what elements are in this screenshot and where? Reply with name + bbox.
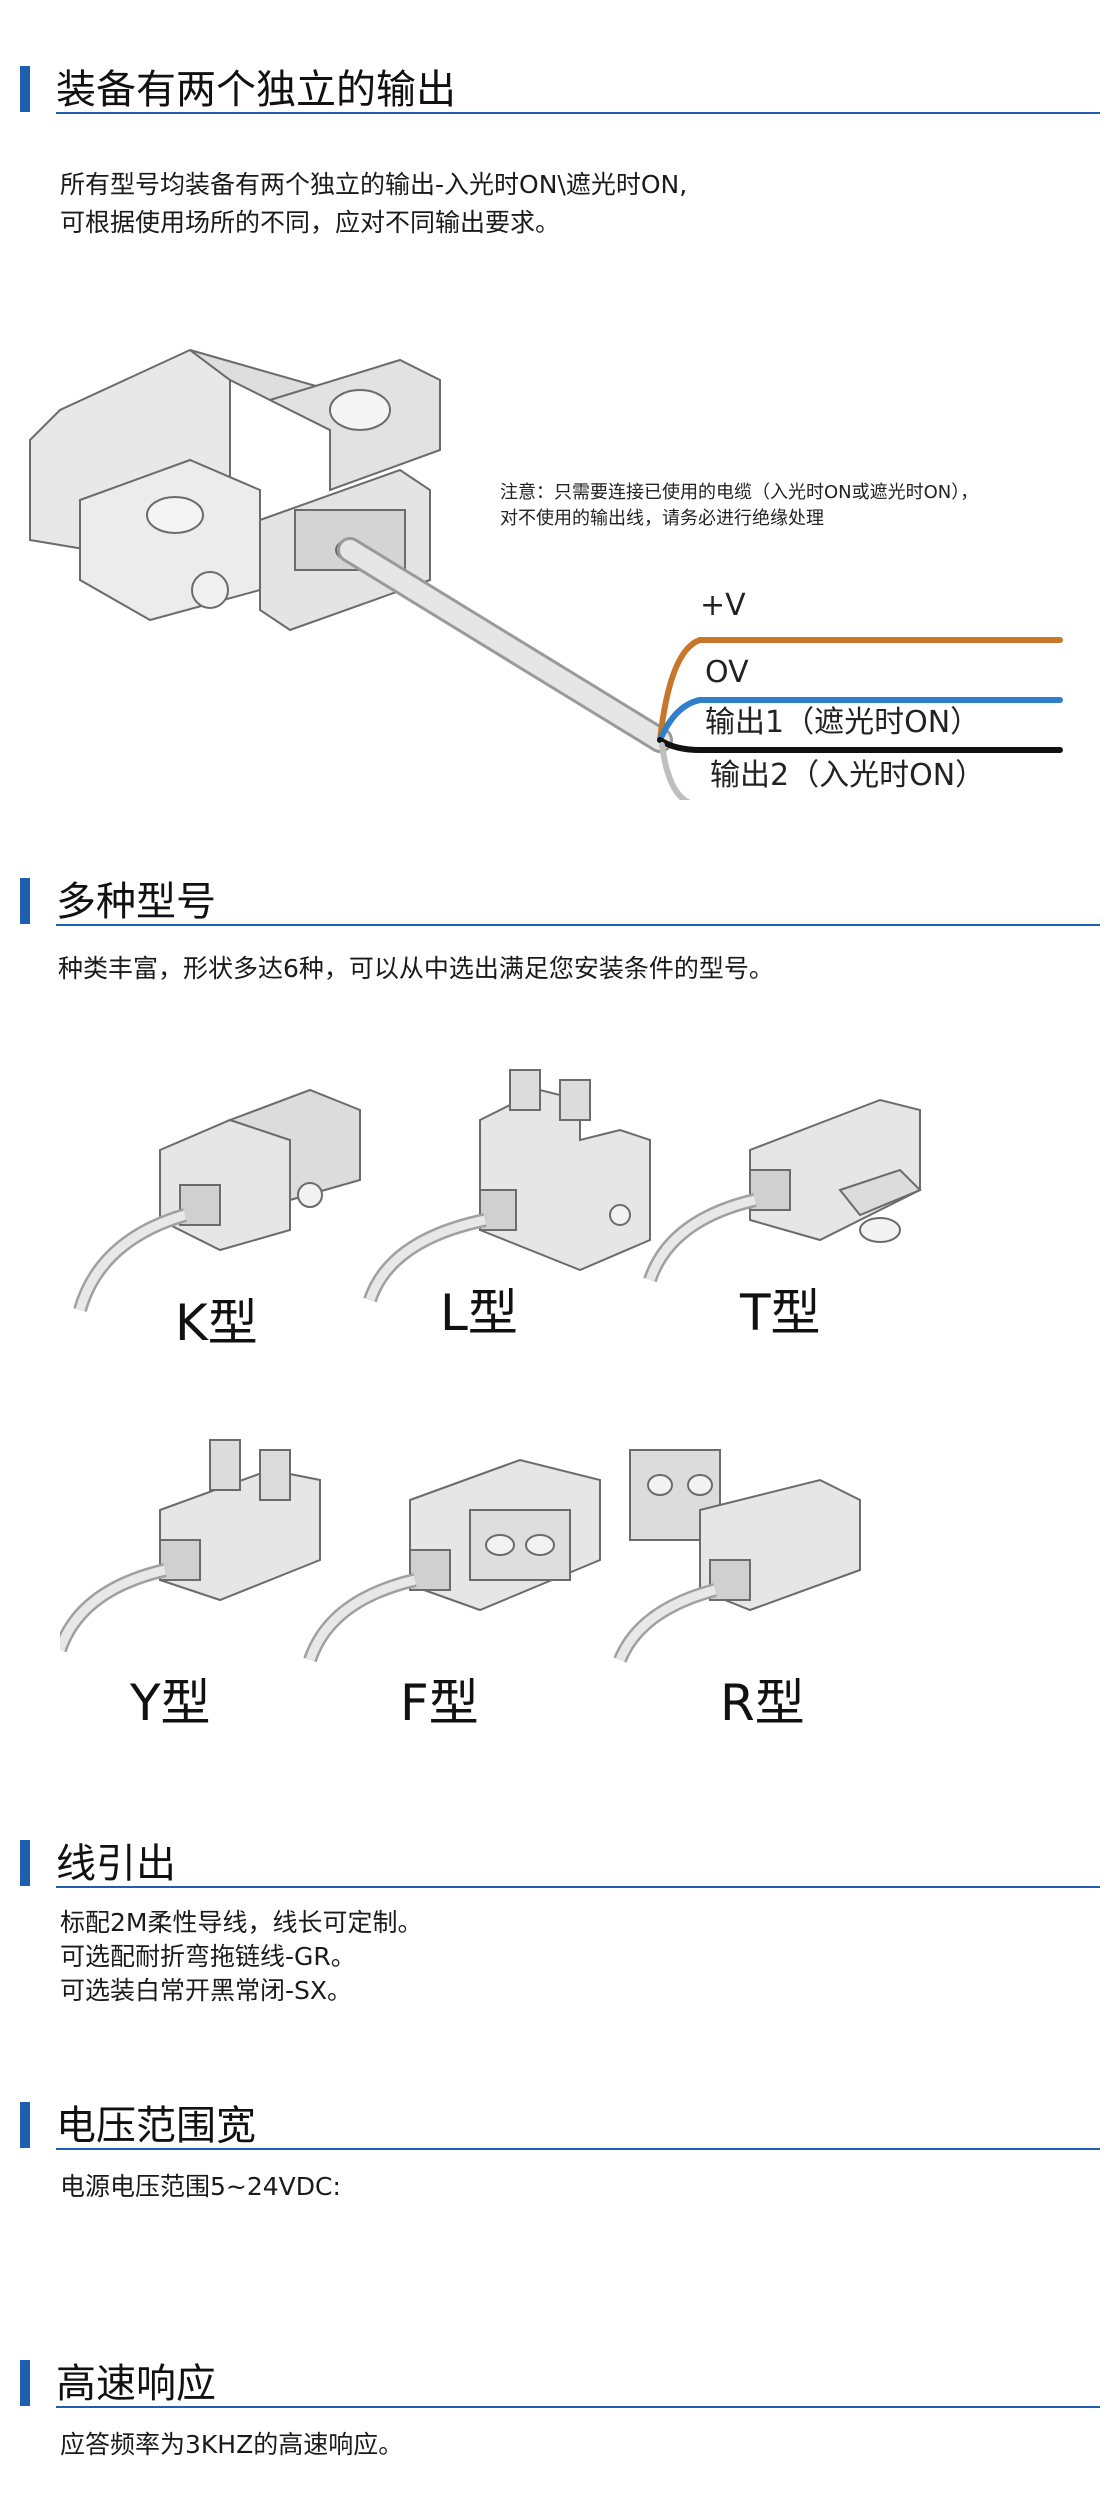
- section-rule: [56, 2406, 1100, 2408]
- voltage-description: 电源电压范围5~24VDC:: [60, 2168, 341, 2206]
- section-title: 高速响应: [56, 2361, 216, 2407]
- paragraph-line: 标配2M柔性导线，线长可定制。: [60, 1908, 423, 1937]
- response-description: 应答频率为3KHZ的高速响应。: [60, 2426, 403, 2464]
- models-grid: K型 L型 T型: [53, 1069, 922, 1732]
- section-accent-bar: [20, 2102, 30, 2148]
- section-rule: [56, 2148, 1100, 2150]
- section-header-voltage: 电压范围宽: [20, 2102, 1100, 2152]
- paragraph-line: 种类丰富，形状多达6种，可以从中选出满足您安装条件的型号。: [58, 954, 774, 983]
- section-title: 多种型号: [56, 879, 216, 925]
- model-l-label: L型: [440, 1284, 518, 1342]
- model-k-illustration: [73, 1088, 361, 1313]
- model-k-label: K型: [175, 1294, 258, 1352]
- wire-label-output1: 输出1（遮光时ON）: [705, 705, 980, 740]
- model-y-label: Y型: [129, 1674, 211, 1732]
- paragraph-line: 可根据使用场所的不同，应对不同输出要求。: [60, 208, 561, 237]
- paragraph-line: 应答频率为3KHZ的高速响应。: [60, 2430, 404, 2459]
- paragraph-line: 所有型号均装备有两个独立的输出-入光时ON\遮光时ON,: [60, 170, 688, 199]
- paragraph-line: 可选装白常开黑常闭-SX。: [60, 1976, 353, 2005]
- section-title: 电压范围宽: [56, 2103, 256, 2149]
- section-header-cable-lead: 线引出: [20, 1840, 1100, 1890]
- section-accent-bar: [20, 1840, 30, 1886]
- model-l-illustration: [363, 1069, 651, 1303]
- paragraph-line: 可选配耐折弯拖链线-GR。: [60, 1942, 356, 1971]
- section-accent-bar: [20, 66, 30, 112]
- model-t-label: T型: [739, 1284, 821, 1342]
- cable-illustration: [337, 537, 673, 753]
- section-header-dual-output: 装备有两个独立的输出: [20, 66, 1100, 116]
- cable-lead-description: 标配2M柔性导线，线长可定制。 可选配耐折弯拖链线-GR。 可选装白常开黑常闭-…: [60, 1906, 422, 2008]
- models-description: 种类丰富，形状多达6种，可以从中选出满足您安装条件的型号。: [58, 950, 774, 988]
- section-title: 线引出: [56, 1841, 176, 1887]
- model-r-label: R型: [720, 1674, 805, 1732]
- wiring-note-line2: 对不使用的输出线，请务必进行绝缘处理: [500, 508, 824, 529]
- wiring-diagram-figure: 注意：只需要连接已使用的电缆（入光时ON或遮光时ON）， 对不使用的输出线，请务…: [0, 320, 1120, 808]
- wiring-note-line1: 注意：只需要连接已使用的电缆（入光时ON或遮光时ON），: [500, 482, 978, 503]
- model-r-illustration: [613, 1449, 861, 1663]
- wiring-diagram: 注意：只需要连接已使用的电缆（入光时ON或遮光时ON）， 对不使用的输出线，请务…: [0, 320, 1120, 808]
- dual-output-description: 所有型号均装备有两个独立的输出-入光时ON\遮光时ON, 可根据使用场所的不同，…: [60, 166, 687, 242]
- section-title: 装备有两个独立的输出: [56, 67, 456, 113]
- model-f-illustration: [303, 1458, 601, 1663]
- model-y-illustration: [53, 1439, 321, 1653]
- wire-label-plus-v: +V: [700, 588, 746, 623]
- section-accent-bar: [20, 2360, 30, 2406]
- models-figure: K型 L型 T型: [53, 1040, 1060, 1740]
- model-t-illustration: [643, 1098, 922, 1283]
- section-header-models: 多种型号: [20, 878, 1100, 928]
- wire-label-output2: 输出2（入光时ON）: [710, 758, 985, 793]
- section-rule: [56, 112, 1100, 114]
- section-header-response: 高速响应: [20, 2360, 1100, 2410]
- model-f-label: F型: [400, 1674, 479, 1732]
- wire-label-ov: OV: [705, 655, 749, 690]
- section-accent-bar: [20, 878, 30, 924]
- section-rule: [56, 1886, 1100, 1888]
- section-rule: [56, 924, 1100, 926]
- paragraph-line: 电源电压范围5~24VDC:: [60, 2172, 341, 2201]
